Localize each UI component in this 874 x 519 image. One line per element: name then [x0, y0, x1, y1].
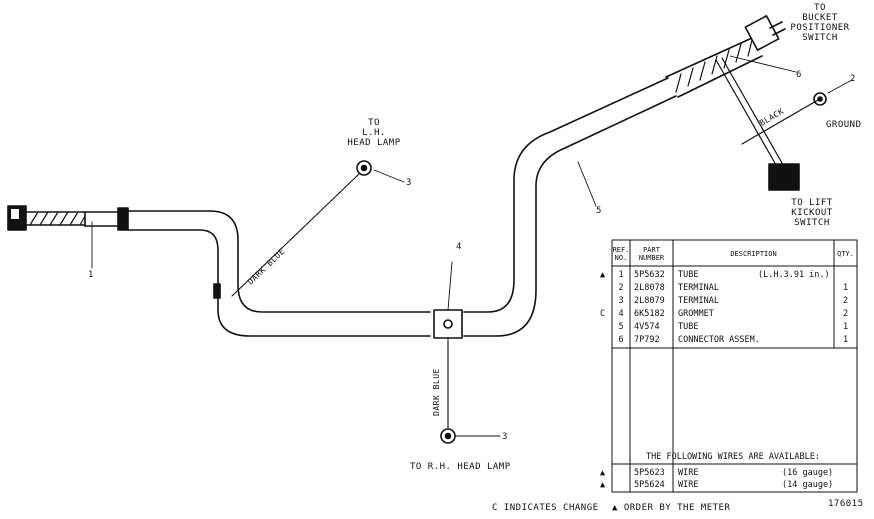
figure-number: 176015 [828, 499, 864, 509]
row-2-desc: TERMINAL [678, 283, 719, 293]
lh-lamp-wire [231, 172, 361, 297]
parts-table-frame [611, 239, 858, 493]
item-number-6: 6 [796, 70, 802, 80]
braided-lead [25, 211, 86, 226]
row-6-ref: 6 [618, 335, 624, 345]
change-note: C INDICATES CHANGE [492, 503, 599, 513]
header-ref: REF. NO. [612, 246, 630, 262]
lh-head-lamp-label: TO L.H. HEAD LAMP [347, 118, 401, 148]
item-number-3-upper: 3 [406, 178, 412, 188]
ground-wire [741, 99, 819, 145]
row-4-ref: 4 [618, 309, 624, 319]
row-4-mark: C [600, 309, 606, 319]
row-1-ref: 1 [618, 270, 624, 280]
wire-1-gauge: (16 gauge) [782, 468, 834, 478]
wire-1-desc: WIRE [678, 468, 699, 478]
row-2-qty: 1 [842, 283, 849, 293]
wire-1-mark: ▲ [600, 468, 606, 478]
wire-2-part: 5P5624 [634, 480, 665, 490]
row-4-part: 6K5182 [634, 309, 665, 319]
rh-lamp-terminal [440, 428, 456, 444]
header-part: PART NUMBER [638, 246, 665, 262]
row-6-desc: CONNECTOR ASSEM. [678, 335, 760, 345]
row-5-desc: TUBE [678, 322, 699, 332]
lh-lamp-terminal [356, 160, 372, 176]
row-4-qty: 2 [842, 309, 849, 319]
header-qty: QTY. [837, 250, 854, 258]
row-5-ref: 5 [618, 322, 624, 332]
row-2-ref: 2 [618, 283, 624, 293]
lift-kickout-label: TO LIFT KICKOUT SWITCH [791, 198, 833, 228]
item-number-4: 4 [456, 242, 462, 252]
wire-1-part: 5P5623 [634, 468, 665, 478]
kickout-plug [768, 163, 800, 191]
dark-blue-lower-label: DARK BLUE [432, 368, 441, 416]
wire-2-mark: ▲ [600, 480, 606, 490]
main-tube [127, 210, 431, 337]
row-1-part: 5P5632 [634, 270, 665, 280]
row-1-desc-extra: (L.H.3.91 in.) [758, 270, 830, 280]
grommet [433, 309, 463, 339]
item-number-2: 2 [850, 74, 856, 84]
bucket-positioner-label: TO BUCKET POSITIONER SWITCH [790, 3, 850, 43]
braided-section [665, 37, 763, 98]
wire-2-desc: WIRE [678, 480, 699, 490]
item-number-5: 5 [596, 206, 602, 216]
ground-label: GROUND [826, 120, 862, 130]
header-desc: DESCRIPTION [730, 250, 777, 258]
row-6-part: 7P792 [634, 335, 660, 345]
row-1-desc: TUBE [678, 270, 699, 280]
row-5-qty: 1 [842, 322, 849, 332]
row-6-qty: 1 [842, 335, 849, 345]
wire-2-gauge: (14 gauge) [782, 480, 834, 490]
row-4-desc: GROMMET [678, 309, 714, 319]
parts-table: REF. NO. PART NUMBER DESCRIPTION QTY. ▲ … [600, 240, 857, 492]
row-3-part: 2L8079 [634, 296, 665, 306]
row-3-ref: 3 [618, 296, 624, 306]
item-number-3-lower: 3 [502, 432, 508, 442]
row-3-desc: TERMINAL [678, 296, 719, 306]
row-3-qty: 2 [842, 296, 849, 306]
item-1-tube [84, 211, 122, 227]
ground-terminal [813, 92, 827, 106]
rh-head-lamp-label: TO R.H. HEAD LAMP [410, 462, 511, 472]
row-2-part: 2L8078 [634, 283, 665, 293]
wires-available-title: THE FOLLOWING WIRES ARE AVAILABLE: [646, 452, 820, 462]
row-5-part: 4V574 [634, 322, 660, 332]
kickout-wire [715, 57, 787, 173]
item-number-1: 1 [88, 270, 94, 280]
order-note: ▲ ORDER BY THE METER [612, 503, 731, 513]
row-1-mark: ▲ [600, 270, 606, 280]
